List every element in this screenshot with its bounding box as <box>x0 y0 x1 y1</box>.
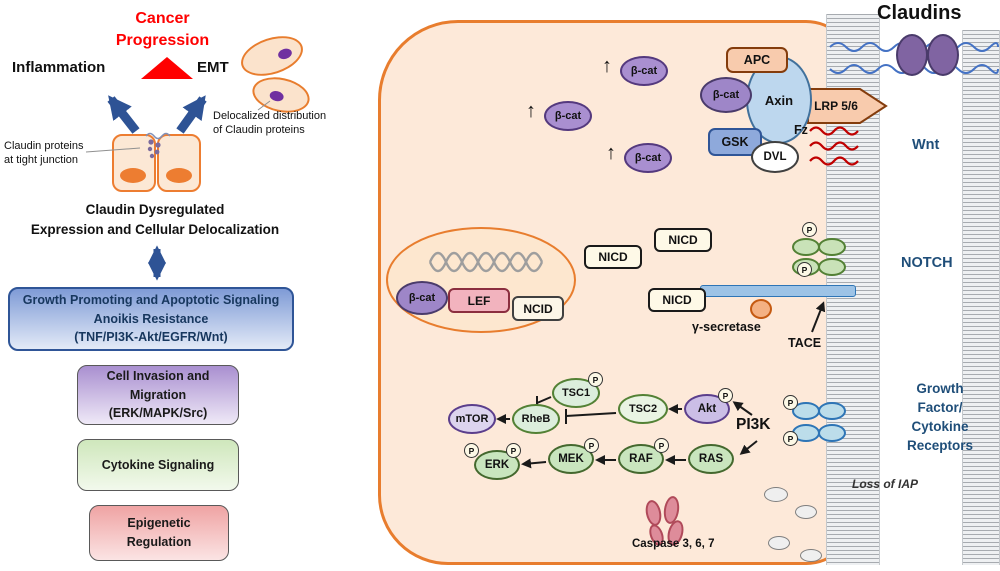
phosphate-erk-1: P <box>464 443 479 458</box>
tsc2-node: TSC2 <box>618 394 668 424</box>
iap-vesicle-1 <box>764 487 788 502</box>
tace-label: TACE <box>788 336 822 350</box>
iap-vesicle-3 <box>768 536 790 550</box>
bcat-complex-node: β-cat <box>700 77 752 113</box>
gamma-secretase-label: γ-secretase <box>692 320 761 334</box>
dysreg-line1: Claudin Dysregulated <box>85 202 225 217</box>
notch-label: NOTCH <box>901 255 953 271</box>
ras-node: RAS <box>688 444 734 474</box>
arrow-to-inflammation <box>107 95 140 134</box>
receptors-line3: Cytokine <box>911 418 969 434</box>
tj-caption-line1: Claudin proteins <box>4 140 84 152</box>
erk-node: ERK <box>474 450 520 480</box>
cell-nucleus-right <box>166 168 192 183</box>
emt-label: EMT <box>197 59 229 76</box>
red-triangle <box>141 57 193 79</box>
bcat-up-arrow-2: ↑ <box>526 100 536 122</box>
claudin-protein-2 <box>927 34 959 76</box>
phosphate-raf: P <box>654 438 669 453</box>
arrow-to-emt <box>176 95 207 134</box>
box4-line1: Epigenetic <box>127 516 191 531</box>
caspase-label: Caspase 3, 6, 7 <box>632 538 715 550</box>
delocalized-cell-1 <box>236 28 308 84</box>
dysregulation-heading: Claudin Dysregulated Expression and Cell… <box>5 200 305 239</box>
box1-line1: Growth Promoting and Apoptotic Signaling <box>22 292 280 307</box>
bcat-up-arrow-3: ↑ <box>606 142 616 164</box>
cancer-progression-title: Cancer Progression <box>100 8 225 51</box>
box2-line2: Migration <box>129 387 187 402</box>
tsc1-node: TSC1 <box>552 378 600 408</box>
delocalized-caption-line1: Delocalized distribution <box>213 110 327 122</box>
fz-label: Fz <box>794 123 808 137</box>
cell-nucleus-left <box>120 168 146 183</box>
iap-vesicle-2 <box>795 505 817 519</box>
ncid-node: NCID <box>512 296 564 321</box>
lrp-label: LRP 5/6 <box>814 99 858 113</box>
cancer-line1: Cancer <box>135 10 190 27</box>
notch-receptor-ellipse-1 <box>792 238 820 256</box>
delocalized-caption: Delocalized distribution of Claudin prot… <box>213 110 358 138</box>
membrane-right-strip <box>962 30 1000 565</box>
box1-line3: (TNF/PI3K-Akt/EGFR/Wnt) <box>74 330 228 345</box>
growth-signaling-box: Growth Promoting and Apoptotic Signaling… <box>8 287 294 351</box>
epigenetic-regulation-box: Epigenetic Regulation <box>89 505 229 561</box>
bcat-up-arrow-1: ↑ <box>602 55 612 77</box>
bcat-nucleus-node: β-cat <box>396 281 448 315</box>
phosphate-notch-1: P <box>802 222 817 237</box>
notch-receptor-ellipse-2 <box>818 238 846 256</box>
receptors-line4: Receptors <box>906 437 974 453</box>
phosphate-receptor-1: P <box>783 395 798 410</box>
tj-caption-line2: at tight junction <box>4 153 78 166</box>
nicd-box-2: NICD <box>584 245 642 269</box>
nicd-box-1: NICD <box>654 228 712 252</box>
box2-line1: Cell Invasion and <box>106 368 210 383</box>
gamma-secretase-circle <box>750 299 772 319</box>
cytokine-signaling-box: Cytokine Signaling <box>77 439 239 491</box>
box3-line1: Cytokine Signaling <box>101 457 215 472</box>
notch-receptor-ellipse-4 <box>818 258 846 276</box>
bcat-free-1: β-cat <box>620 56 668 86</box>
epithelial-cell-right <box>157 134 201 192</box>
claudin-protein-1 <box>896 34 928 76</box>
box1-line2: Anoikis Resistance <box>93 311 209 326</box>
loss-of-iap-label: Loss of IAP <box>852 477 919 491</box>
phosphate-receptor-2: P <box>783 431 798 446</box>
box4-line2: Regulation <box>126 535 192 549</box>
receptors-label: Growth Factor/ Cytokine Receptors <box>888 380 992 456</box>
claudins-title: Claudins <box>877 2 962 24</box>
nicd-box-3: NICD <box>648 288 706 312</box>
apc-node: APC <box>726 47 788 73</box>
cell-invasion-box: Cell Invasion and Migration (ERK/MAPK/Sr… <box>77 365 239 425</box>
box2-line3: (ERK/MAPK/Src) <box>108 406 208 421</box>
iap-vesicle-4 <box>800 549 822 562</box>
phosphate-notch-2: P <box>797 262 812 277</box>
tight-junction-caption: Claudin proteins at tight junction <box>4 140 99 168</box>
wnt-label: Wnt <box>912 137 940 153</box>
receptors-line1: Growth <box>916 381 964 396</box>
pi3k-label: PI3K <box>736 416 771 433</box>
growth-receptor-ellipse-4 <box>818 424 846 442</box>
bcat-free-2: β-cat <box>544 101 592 131</box>
lef-node: LEF <box>448 288 510 313</box>
mtor-node: mTOR <box>448 404 496 434</box>
rheb-node: RheB <box>512 404 560 434</box>
phosphate-akt: P <box>718 388 733 403</box>
dvl-node: DVL <box>751 141 799 173</box>
dysreg-line2: Expression and Cellular Delocalization <box>30 221 280 237</box>
phosphate-mek: P <box>584 438 599 453</box>
inflammation-label: Inflammation <box>12 59 106 76</box>
receptors-line2: Factor/ <box>917 399 963 415</box>
delocalized-cell-1-nucleus <box>276 46 294 61</box>
phosphate-erk-2: P <box>506 443 521 458</box>
delocalized-cell-2-nucleus <box>268 89 285 103</box>
notch-receptor-bar <box>700 285 856 297</box>
phosphate-tsc1: P <box>588 372 603 387</box>
growth-receptor-ellipse-2 <box>818 402 846 420</box>
cancer-line2: Progression <box>115 31 210 49</box>
bcat-free-3: β-cat <box>624 143 672 173</box>
epithelial-cell-left <box>112 134 156 192</box>
delocalized-caption-line2: of Claudin proteins <box>213 123 305 136</box>
